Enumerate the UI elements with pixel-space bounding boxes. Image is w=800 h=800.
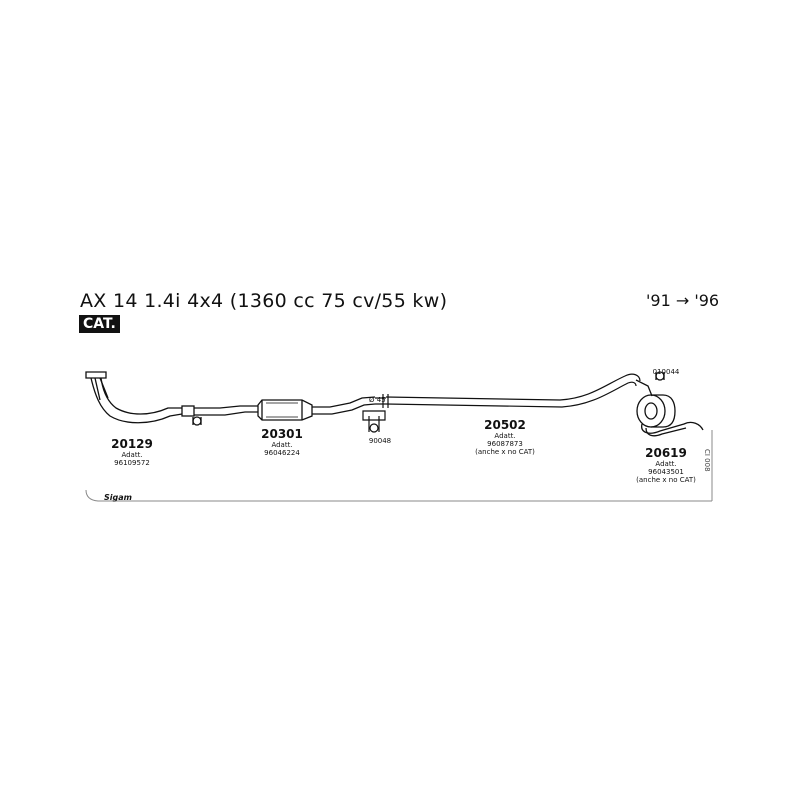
part-ref: 96046224 — [264, 449, 300, 457]
clamp-drawing — [362, 410, 386, 433]
part-note: Adatt. — [121, 451, 143, 459]
part-number: 20301 — [261, 427, 303, 441]
model-years: '91 → '96 — [646, 291, 720, 310]
part-label-20502: 20502 Adatt. 96087873 (anche x no CAT) — [475, 418, 535, 457]
part-note: Adatt. — [655, 460, 677, 468]
pipe-diameter-label: Ø 45 — [369, 396, 386, 404]
catalog-code: CI 008 — [703, 449, 711, 472]
catalyst-drawing — [257, 396, 376, 421]
front-pipe-drawing — [85, 371, 258, 426]
hanger-label: 010044 — [652, 368, 680, 376]
part-number: 20502 — [484, 418, 526, 432]
part-label-20301: 20301 Adatt. 96046224 — [261, 427, 303, 458]
part-label-20619: 20619 Adatt. 96043501 (anche x no CAT) — [636, 446, 696, 485]
part-label-20129: 20129 Adatt. 96109572 — [111, 437, 153, 468]
vehicle-title: AX 14 1.4i 4x4 (1360 cc 75 cv/55 kw) — [80, 290, 448, 312]
part-note: Adatt. — [271, 441, 293, 449]
brand-logo: Sigam — [104, 493, 132, 502]
part-ref: 96109572 — [114, 459, 150, 467]
part-ref: 96043501 — [648, 468, 684, 476]
cat-badge: CAT. — [79, 315, 120, 333]
part-note: Adatt. — [494, 432, 516, 440]
part-number: 20129 — [111, 437, 153, 451]
part-extra: (anche x no CAT) — [475, 448, 535, 456]
frame-line — [85, 430, 713, 502]
part-number: 20619 — [645, 446, 687, 460]
part-ref: 96087873 — [487, 440, 523, 448]
part-extra: (anche x no CAT) — [636, 476, 696, 484]
rear-silencer-drawing — [635, 371, 704, 437]
clamp-label: 90048 — [368, 437, 392, 445]
mid-pipe-drawing — [375, 373, 641, 408]
